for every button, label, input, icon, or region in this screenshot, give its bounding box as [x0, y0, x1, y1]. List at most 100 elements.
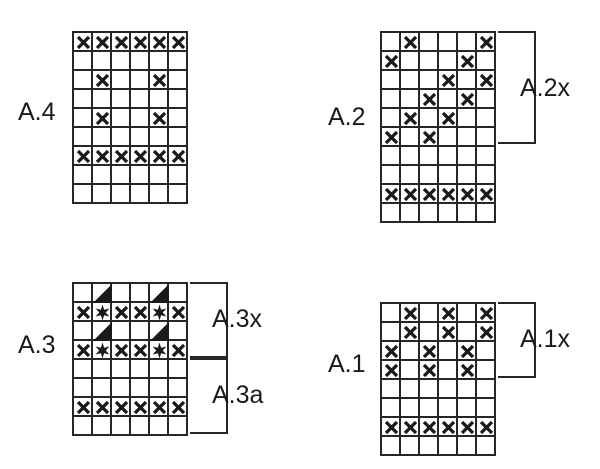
- stitch-cell-six-point-star-stitch: [150, 303, 169, 322]
- stitch-cell-cross-stitch: [93, 109, 112, 128]
- chart-block-a3: A.3 A.3x A.3a: [0, 255, 300, 455]
- stitch-cell-empty-stitch: [131, 166, 150, 185]
- stitch-cell-empty-stitch: [420, 304, 439, 323]
- stitch-cell-cross-stitch: [131, 341, 150, 360]
- stitch-cell-cross-stitch: [74, 341, 93, 360]
- stitch-cell-empty-stitch: [74, 71, 93, 90]
- stitch-cell-empty-stitch: [150, 128, 169, 147]
- stitch-grid-a2: [380, 31, 496, 223]
- stitch-cell-cross-stitch: [74, 147, 93, 166]
- stitch-cell-empty-stitch: [169, 417, 188, 436]
- stitch-row: [74, 166, 188, 185]
- stitch-cell-empty-stitch: [477, 361, 496, 380]
- stitch-cell-empty-stitch: [458, 147, 477, 166]
- stitch-cell-upper-right-triangle-stitch: [150, 322, 169, 341]
- bracket-a3a: [190, 358, 228, 434]
- stitch-cell-empty-stitch: [439, 166, 458, 185]
- stitch-cell-cross-stitch: [477, 33, 496, 52]
- stitch-cell-empty-stitch: [439, 361, 458, 380]
- stitch-cell-cross-stitch: [131, 33, 150, 52]
- stitch-cell-empty-stitch: [74, 379, 93, 398]
- stitch-cell-empty-stitch: [439, 342, 458, 361]
- stitch-cell-upper-right-triangle-stitch: [93, 322, 112, 341]
- stitch-cell-empty-stitch: [420, 52, 439, 71]
- stitch-cell-empty-stitch: [382, 166, 401, 185]
- stitch-cell-empty-stitch: [74, 90, 93, 109]
- stitch-cell-empty-stitch: [169, 166, 188, 185]
- stitch-cell-empty-stitch: [112, 360, 131, 379]
- stitch-cell-empty-stitch: [169, 128, 188, 147]
- stitch-row: [74, 284, 188, 303]
- stitch-cell-empty-stitch: [382, 33, 401, 52]
- stitch-cell-empty-stitch: [401, 437, 420, 456]
- stitch-cell-empty-stitch: [401, 380, 420, 399]
- stitch-cell-cross-stitch: [477, 304, 496, 323]
- stitch-cell-empty-stitch: [74, 52, 93, 71]
- stitch-row: [74, 398, 188, 417]
- stitch-cell-six-point-star-stitch: [150, 341, 169, 360]
- stitch-row: [74, 90, 188, 109]
- stitch-cell-empty-stitch: [93, 90, 112, 109]
- stitch-cell-empty-stitch: [131, 90, 150, 109]
- stitch-cell-empty-stitch: [401, 342, 420, 361]
- stitch-cell-cross-stitch: [169, 303, 188, 322]
- stitch-cell-empty-stitch: [382, 323, 401, 342]
- stitch-cell-empty-stitch: [169, 360, 188, 379]
- stitch-cell-empty-stitch: [477, 90, 496, 109]
- stitch-cell-empty-stitch: [458, 109, 477, 128]
- stitch-cell-empty-stitch: [401, 399, 420, 418]
- stitch-cell-cross-stitch: [401, 109, 420, 128]
- stitch-cell-empty-stitch: [112, 185, 131, 204]
- stitch-cell-empty-stitch: [477, 399, 496, 418]
- stitch-cell-empty-stitch: [439, 437, 458, 456]
- stitch-row: [74, 185, 188, 204]
- stitch-cell-empty-stitch: [401, 71, 420, 90]
- stitch-row: [382, 437, 496, 456]
- stitch-row: [382, 361, 496, 380]
- stitch-cell-empty-stitch: [382, 71, 401, 90]
- stitch-cell-empty-stitch: [131, 360, 150, 379]
- stitch-cell-empty-stitch: [169, 109, 188, 128]
- stitch-cell-empty-stitch: [401, 90, 420, 109]
- stitch-row: [382, 323, 496, 342]
- bracket-label-a1x: A.1x: [520, 325, 571, 353]
- stitch-cell-empty-stitch: [74, 109, 93, 128]
- stitch-cell-empty-stitch: [458, 204, 477, 223]
- stitch-cell-empty-stitch: [420, 437, 439, 456]
- stitch-cell-empty-stitch: [458, 33, 477, 52]
- stitch-cell-cross-stitch: [458, 185, 477, 204]
- stitch-cell-empty-stitch: [477, 204, 496, 223]
- stitch-cell-empty-stitch: [401, 166, 420, 185]
- stitch-cell-cross-stitch: [439, 323, 458, 342]
- stitch-cell-empty-stitch: [169, 284, 188, 303]
- stitch-cell-empty-stitch: [420, 166, 439, 185]
- stitch-cell-empty-stitch: [458, 399, 477, 418]
- stitch-cell-cross-stitch: [93, 71, 112, 90]
- stitch-cell-cross-stitch: [382, 418, 401, 437]
- stitch-cell-empty-stitch: [93, 128, 112, 147]
- stitch-cell-cross-stitch: [112, 33, 131, 52]
- stitch-cell-cross-stitch: [169, 33, 188, 52]
- stitch-row: [382, 380, 496, 399]
- stitch-row: [74, 147, 188, 166]
- stitch-row: [382, 342, 496, 361]
- stitch-row: [382, 52, 496, 71]
- stitch-row: [74, 52, 188, 71]
- stitch-cell-empty-stitch: [401, 128, 420, 147]
- stitch-cell-empty-stitch: [74, 128, 93, 147]
- stitch-cell-cross-stitch: [477, 323, 496, 342]
- stitch-row: [74, 33, 188, 52]
- stitch-cell-empty-stitch: [420, 204, 439, 223]
- stitch-cell-cross-stitch: [131, 303, 150, 322]
- stitch-cell-empty-stitch: [150, 166, 169, 185]
- stitch-cell-empty-stitch: [112, 166, 131, 185]
- stitch-cell-empty-stitch: [150, 417, 169, 436]
- stitch-cell-six-point-star-stitch: [93, 341, 112, 360]
- stitch-cell-cross-stitch: [458, 90, 477, 109]
- stitch-grid-a3: [72, 282, 188, 436]
- stitch-cell-empty-stitch: [439, 128, 458, 147]
- stitch-cell-empty-stitch: [112, 71, 131, 90]
- stitch-row: [382, 71, 496, 90]
- stitch-cell-cross-stitch: [458, 418, 477, 437]
- stitch-cell-cross-stitch: [74, 398, 93, 417]
